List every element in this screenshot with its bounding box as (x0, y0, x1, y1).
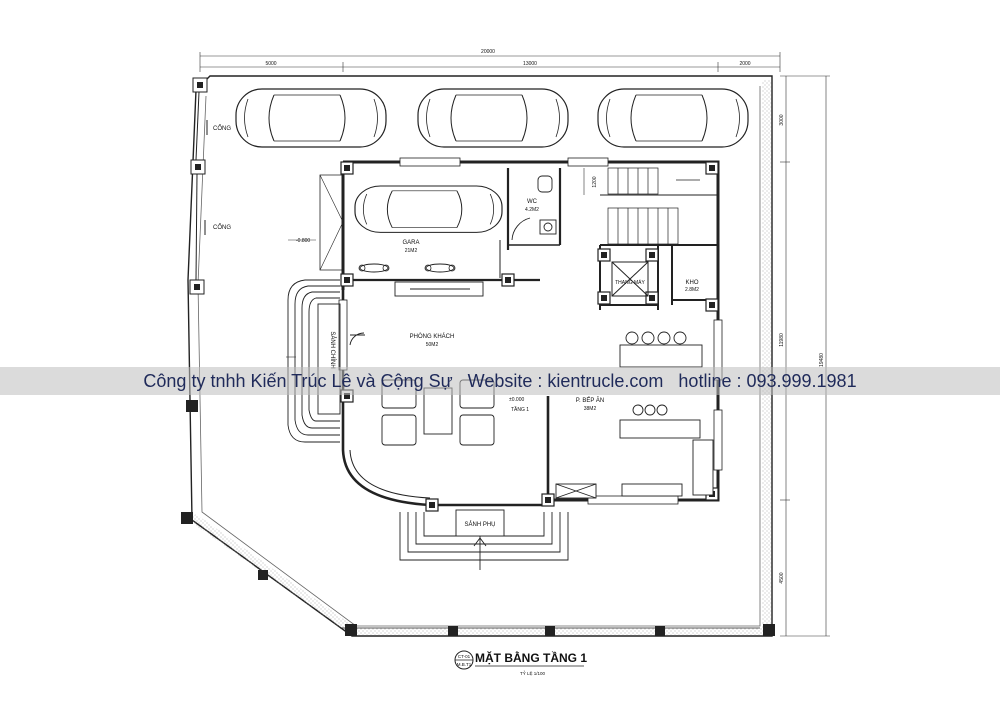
living-furniture (349, 281, 495, 446)
dim-top-mid: 13000 (523, 61, 537, 67)
dim-wc-depth: 1200 (592, 176, 598, 187)
windows (338, 157, 723, 505)
site-boundary (187, 75, 773, 637)
watermark-website: Website : kientrucle.com (467, 370, 664, 391)
watermark-banner: Công ty tnhh Kiến Trúc Lê và Cộng Sự Web… (0, 367, 1000, 395)
label-kho-area: 2.8M2 (685, 287, 699, 293)
drawing-scale: TỶ LỆ 1/100 (520, 669, 546, 676)
label-phong-khach-area: 50M2 (426, 342, 439, 348)
label-gate-2: CỔNG (213, 224, 231, 231)
label-kho: KHO (685, 280, 698, 286)
label-bep-an-area: 38M2 (584, 406, 597, 412)
label-phong-khach: PHÒNG KHÁCH (410, 333, 455, 340)
label-sanh-chinh: SẢNH CHÍNH (329, 331, 336, 368)
dim-top-right: 2000 (739, 61, 750, 67)
label-floor-name: TẦNG 1 (511, 406, 529, 413)
title-tag-bottom: M.B.T1 (457, 662, 472, 667)
garage-contents (319, 174, 503, 278)
label-wc: WC (527, 199, 538, 205)
dim-right-mid: 11980 (779, 333, 785, 347)
watermark-hotline: hotline : 093.999.1981 (678, 370, 857, 391)
kitchen-furniture (555, 331, 714, 499)
watermark-company: Công ty tnhh Kiến Trúc Lê và Cộng Sự (143, 370, 453, 391)
gate-posts (181, 77, 775, 636)
dim-right-total: 19480 (819, 353, 825, 367)
staircase (607, 167, 700, 245)
dim-top-left: 5000 (265, 61, 276, 67)
dim-right-bottom: 4500 (779, 572, 785, 583)
label-gara: GARA (402, 240, 419, 246)
label-gara-area: 21M2 (405, 248, 418, 254)
label-gate-1: CỔNG (213, 125, 231, 132)
side-entrance-steps (399, 509, 569, 570)
title-block: CT-01 M.B.T1 MẶT BẰNG TẦNG 1 TỶ LỆ 1/100 (454, 650, 587, 676)
label-thang-may: THANG MÁY (615, 279, 645, 286)
dimension-lines (199, 52, 830, 637)
label-level-floor: ±0.000 (509, 397, 524, 403)
elevator-shaft (611, 261, 649, 297)
title-tag-top: CT-01 (458, 654, 471, 659)
parked-cars (235, 88, 749, 148)
drawing-labels: 20000 5000 13000 2000 3000 11980 19480 4… (213, 49, 825, 584)
drawing-title: MẶT BẰNG TẦNG 1 (475, 650, 587, 665)
dim-top-total: 20000 (481, 49, 495, 55)
main-entrance-steps (287, 279, 341, 443)
label-sanh-phu: SẢNH PHỤ (464, 521, 495, 528)
label-level-outdoor: -0.800 (296, 238, 310, 244)
wc-fixtures (511, 175, 557, 241)
label-wc-area: 4.2M2 (525, 207, 539, 213)
dim-right-top: 3000 (779, 114, 785, 125)
label-bep-an: P. BẾP ĂN (576, 397, 604, 404)
